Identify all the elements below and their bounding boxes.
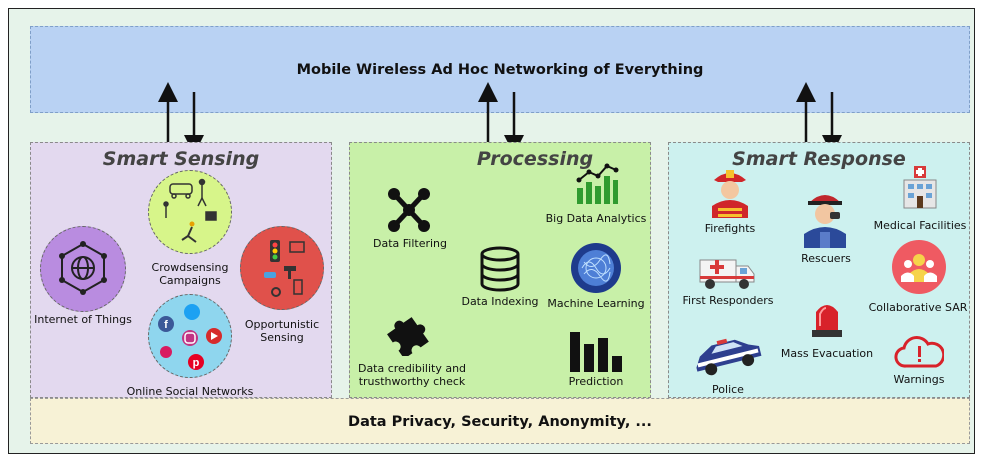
big-data-label: Big Data Analytics bbox=[545, 212, 647, 225]
bottom-band-title: Data Privacy, Security, Anonymity, ... bbox=[348, 414, 652, 430]
rescuer-icon bbox=[804, 195, 846, 248]
rescuers-label: Rescuers bbox=[801, 252, 851, 265]
data-credibility-label-line2: trusthworthy check bbox=[358, 375, 466, 388]
arrow-pair-processing bbox=[478, 82, 524, 155]
crowdsensing-label-line1: Crowdsensing bbox=[151, 261, 229, 274]
database-icon bbox=[480, 246, 520, 292]
smart-response-title: Smart Response bbox=[732, 148, 906, 170]
hospital-icon bbox=[903, 166, 937, 209]
firefights-label: Firefights bbox=[704, 222, 756, 235]
warning-cloud-icon bbox=[894, 336, 944, 368]
first-responders-label: First Responders bbox=[682, 294, 774, 307]
processing-title: Processing bbox=[476, 148, 594, 170]
warnings-label: Warnings bbox=[893, 373, 945, 386]
police-label: Police bbox=[712, 383, 744, 396]
bottom-band bbox=[30, 398, 970, 444]
big-data-chart-icon bbox=[576, 163, 619, 204]
police-car-icon bbox=[696, 338, 762, 376]
svg-text:f: f bbox=[164, 319, 168, 331]
social-networks-label: Online Social Networks bbox=[126, 385, 254, 398]
iot-label: Internet of Things bbox=[34, 313, 132, 326]
machine-learning-brain-icon bbox=[571, 243, 621, 293]
data-indexing-label: Data Indexing bbox=[461, 295, 539, 308]
arrow-pair-sensing bbox=[158, 82, 204, 155]
collaborative-sar-label: Collaborative SAR bbox=[868, 301, 968, 314]
iot-network-icon bbox=[59, 241, 107, 295]
emergency-siren-icon bbox=[812, 305, 842, 337]
medical-facilities-label: Medical Facilities bbox=[873, 219, 967, 232]
top-band-title: Mobile Wireless Ad Hoc Networking of Eve… bbox=[296, 62, 704, 78]
opportunistic-label-line2: Sensing bbox=[260, 331, 304, 344]
opportunistic-icons bbox=[264, 240, 305, 297]
crowdsensing-icons bbox=[163, 178, 217, 243]
data-credibility-label-line1: Data credibility and bbox=[357, 362, 467, 375]
svg-text:p: p bbox=[193, 357, 200, 369]
ambulance-icon bbox=[699, 259, 755, 289]
group-people-icon bbox=[901, 254, 937, 282]
collaborative-sar-circle bbox=[892, 240, 946, 294]
social-media-icons: f p bbox=[158, 304, 222, 370]
machine-learning-label: Machine Learning bbox=[547, 297, 645, 310]
opportunistic-circle bbox=[240, 226, 324, 310]
data-filtering-label: Data Filtering bbox=[372, 237, 447, 250]
prediction-bars-icon bbox=[570, 332, 622, 372]
arrow-pair-response bbox=[796, 82, 842, 155]
crowdsensing-label-line2: Campaigns bbox=[159, 274, 221, 287]
prediction-label: Prediction bbox=[568, 375, 624, 388]
smart-sensing-title: Smart Sensing bbox=[102, 148, 260, 170]
opportunistic-label-line1: Opportunistic bbox=[244, 318, 320, 331]
data-filtering-icon bbox=[388, 188, 430, 232]
firefighter-icon bbox=[712, 170, 748, 218]
puzzle-piece-icon bbox=[387, 317, 429, 356]
mass-evacuation-label: Mass Evacuation bbox=[780, 347, 874, 360]
